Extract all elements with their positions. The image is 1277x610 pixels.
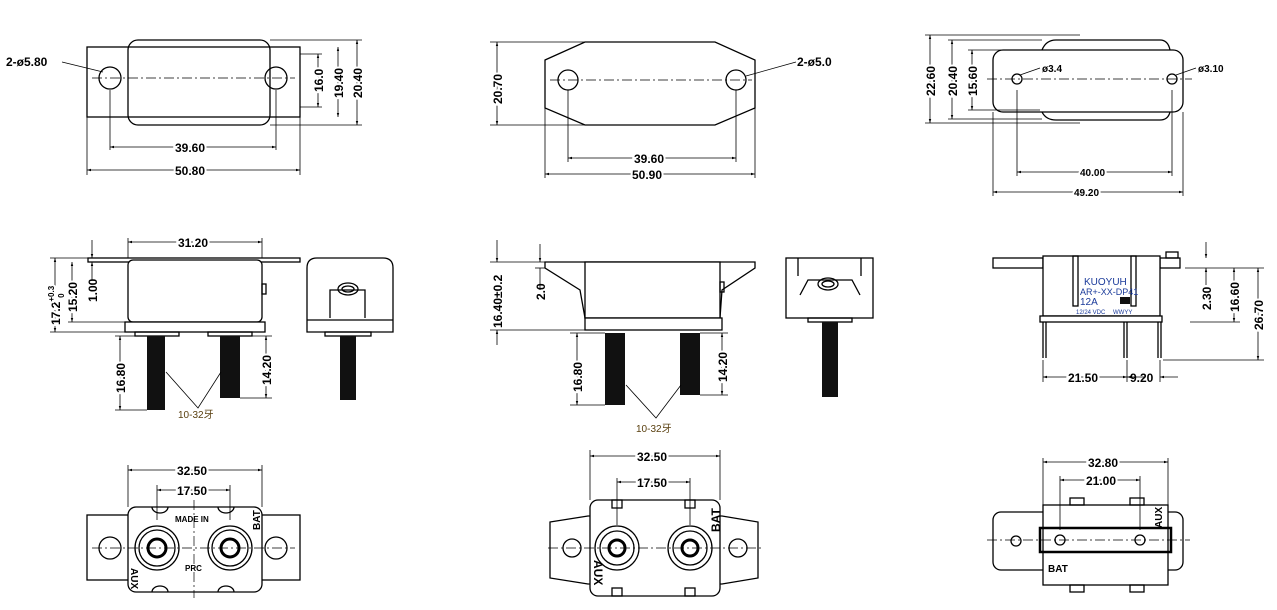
side-view-1: 31.20 17.2+0.30 15.20 1.00 16.80 14.20 1… — [45, 234, 394, 421]
bat-label: BAT — [1048, 564, 1068, 575]
aux-label: AUX — [591, 560, 605, 585]
dim-20-40: 20.40 — [351, 68, 365, 98]
thread-label: 10-32牙 — [636, 423, 672, 435]
dim-2-30: 2.30 — [1200, 286, 1214, 310]
dim-39-60: 39.60 — [175, 141, 205, 155]
bat-label: BAT — [252, 510, 263, 530]
dim-49-20: 49.20 — [1074, 188, 1099, 199]
dim-20-70: 20.70 — [491, 74, 505, 104]
hole-callout: 2-ø5.80 — [6, 55, 48, 69]
bat-label: BAT — [709, 508, 723, 532]
dim-50-80: 50.80 — [175, 164, 205, 178]
thread-label: 10-32牙 — [178, 409, 214, 421]
dim-32-50: 32.50 — [177, 464, 207, 478]
dim-32-50: 32.50 — [637, 450, 667, 464]
dim-14-20: 14.20 — [716, 352, 730, 382]
dim-20-40: 20.40 — [946, 66, 960, 96]
hole-callout-b: ø3.10 — [1198, 64, 1224, 75]
model-label: AR+-XX-DP41 — [1080, 287, 1138, 297]
dim-40-00: 40.00 — [1080, 168, 1105, 179]
dim-16-80: 16.80 — [114, 363, 128, 393]
bottom-view-3: 32.80 21.00 AUX BAT — [987, 454, 1190, 593]
hole-callout-a: ø3.4 — [1042, 64, 1062, 75]
dim-15-20: 15.20 — [66, 282, 80, 312]
dim-17-50: 17.50 — [177, 484, 207, 498]
dim-26-70: 26.70 — [1252, 300, 1266, 330]
top-view-2: 2-ø5.0 20.70 39.60 50.90 — [489, 41, 832, 184]
rating-label: 12A — [1080, 297, 1098, 308]
side-view-3: KUOYUH AR+-XX-DP41 12A 12/24 VDC WWYY 2.… — [992, 242, 1268, 387]
made-in-label: MADE IN — [175, 515, 209, 524]
dim-17-50: 17.50 — [637, 476, 667, 490]
dim-50-90: 50.90 — [632, 168, 662, 182]
dim-1-00: 1.00 — [86, 278, 100, 302]
hole-callout: 2-ø5.0 — [797, 55, 832, 69]
dim-39-60: 39.60 — [634, 152, 664, 166]
brand-label: KUOYUH — [1084, 277, 1127, 288]
dim-22-60: 22.60 — [924, 66, 938, 96]
dim-21-00: 21.00 — [1086, 474, 1116, 488]
dim-16-40: 16.40±0.2 — [491, 274, 505, 328]
country-label: PRC — [185, 564, 202, 573]
date-code-label: WWYY — [1113, 310, 1132, 316]
dim-14-20: 14.20 — [260, 355, 274, 385]
dim-2-0: 2.0 — [534, 283, 548, 300]
dim-19-40: 19.40 — [332, 68, 346, 98]
dim-16-60: 16.60 — [1228, 282, 1242, 312]
certification-mark-icon — [1120, 297, 1130, 304]
aux-label: AUX — [1154, 507, 1165, 528]
top-view-3: ø3.4 ø3.10 22.60 20.40 15.60 40.00 49.20 — [922, 34, 1224, 201]
voltage-label: 12/24 VDC — [1076, 310, 1106, 316]
dim-17-2: 17.2+0.30 — [47, 285, 66, 325]
side-view-2: 16.40±0.2 2.0 16.80 14.20 10-32牙 — [490, 240, 874, 435]
dim-15-60: 15.60 — [966, 66, 980, 96]
dim-21-50: 21.50 — [1068, 371, 1098, 385]
dim-9-20: 9.20 — [1130, 371, 1154, 385]
dim-31-20: 31.20 — [178, 236, 208, 250]
bottom-view-2: 32.50 17.50 BAT AUX — [548, 448, 762, 597]
aux-label: AUX — [128, 568, 139, 589]
dim-16-0: 16.0 — [312, 68, 326, 92]
dim-16-80: 16.80 — [571, 362, 585, 392]
dim-32-80: 32.80 — [1088, 456, 1118, 470]
top-view-1: 2-ø5.80 39.60 50.80 16.0 19.40 20.40 — [6, 39, 367, 180]
bottom-view-1: 32.50 17.50 MADE IN PRC BAT AUX — [86, 462, 301, 598]
